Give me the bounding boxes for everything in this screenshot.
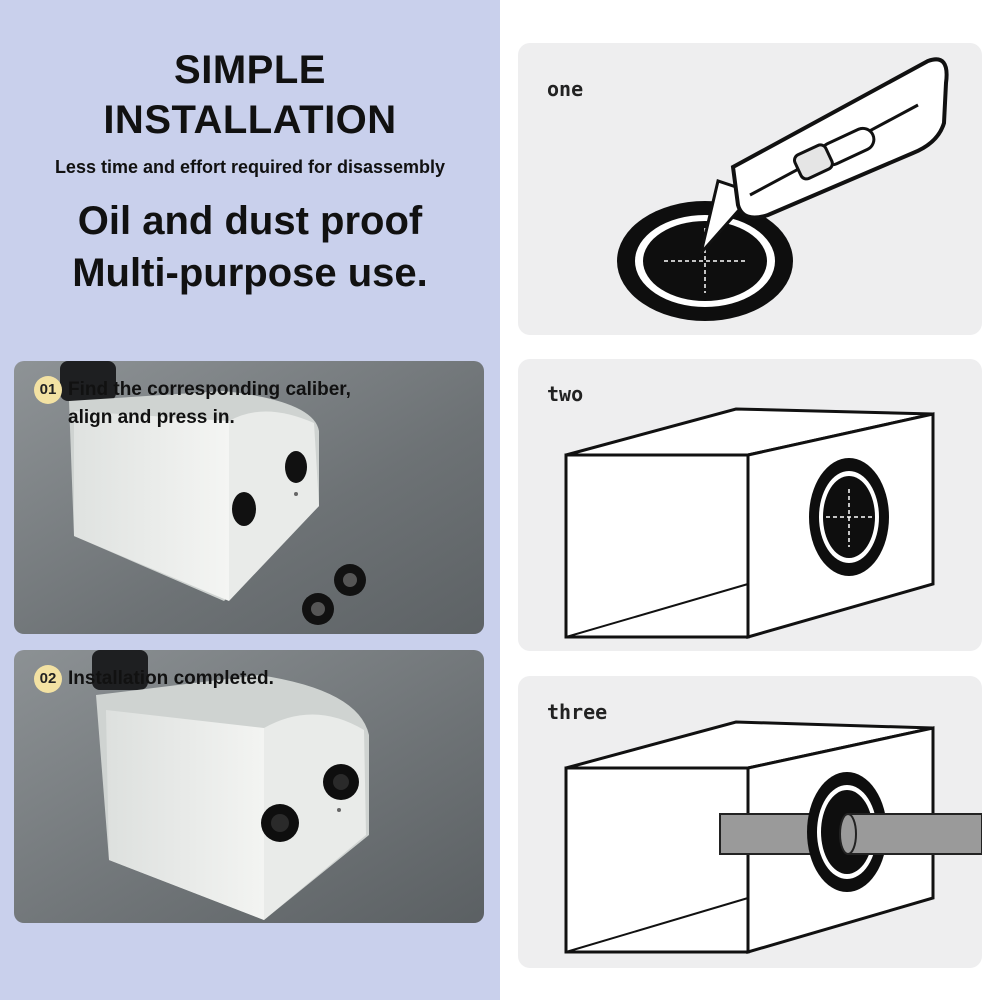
step-number-badge: 01 <box>34 376 62 404</box>
subtitle: Less time and effort required for disass… <box>54 157 446 177</box>
step-photo-2: 02 Installation completed. <box>14 650 484 923</box>
box-pipe-diagram <box>564 720 982 955</box>
card-label: three <box>547 700 608 724</box>
step-2-caption: 02 Installation completed. <box>34 665 274 693</box>
diagram-card-three: three <box>518 676 982 968</box>
step-number-badge: 02 <box>34 665 62 693</box>
electrical-box-installed-photo <box>14 650 484 923</box>
feature-line-1: Oil and dust proof <box>77 199 423 243</box>
box-grommet-diagram <box>564 407 935 639</box>
cutter-grommet-diagram <box>617 57 949 321</box>
diagram-card-one: one <box>518 43 982 335</box>
left-panel: SIMPLE INSTALLATION Less time and effort… <box>0 0 500 1000</box>
feature-line-2: Multi-purpose use. <box>72 251 428 295</box>
diagram-card-two: two <box>518 359 982 651</box>
step-1-caption: 01 Find the corresponding caliber, align… <box>34 376 351 432</box>
card-label: one <box>547 77 584 101</box>
title-line-1: SIMPLE <box>174 48 326 92</box>
step-1-text: Find the corresponding caliber, align an… <box>68 379 351 428</box>
step-2-text: Installation completed. <box>68 668 274 689</box>
step-photo-1: 01 Find the corresponding caliber, align… <box>14 361 484 634</box>
electrical-box-photo <box>14 361 484 634</box>
card-label: two <box>547 382 584 406</box>
title-line-2: INSTALLATION <box>103 98 397 142</box>
